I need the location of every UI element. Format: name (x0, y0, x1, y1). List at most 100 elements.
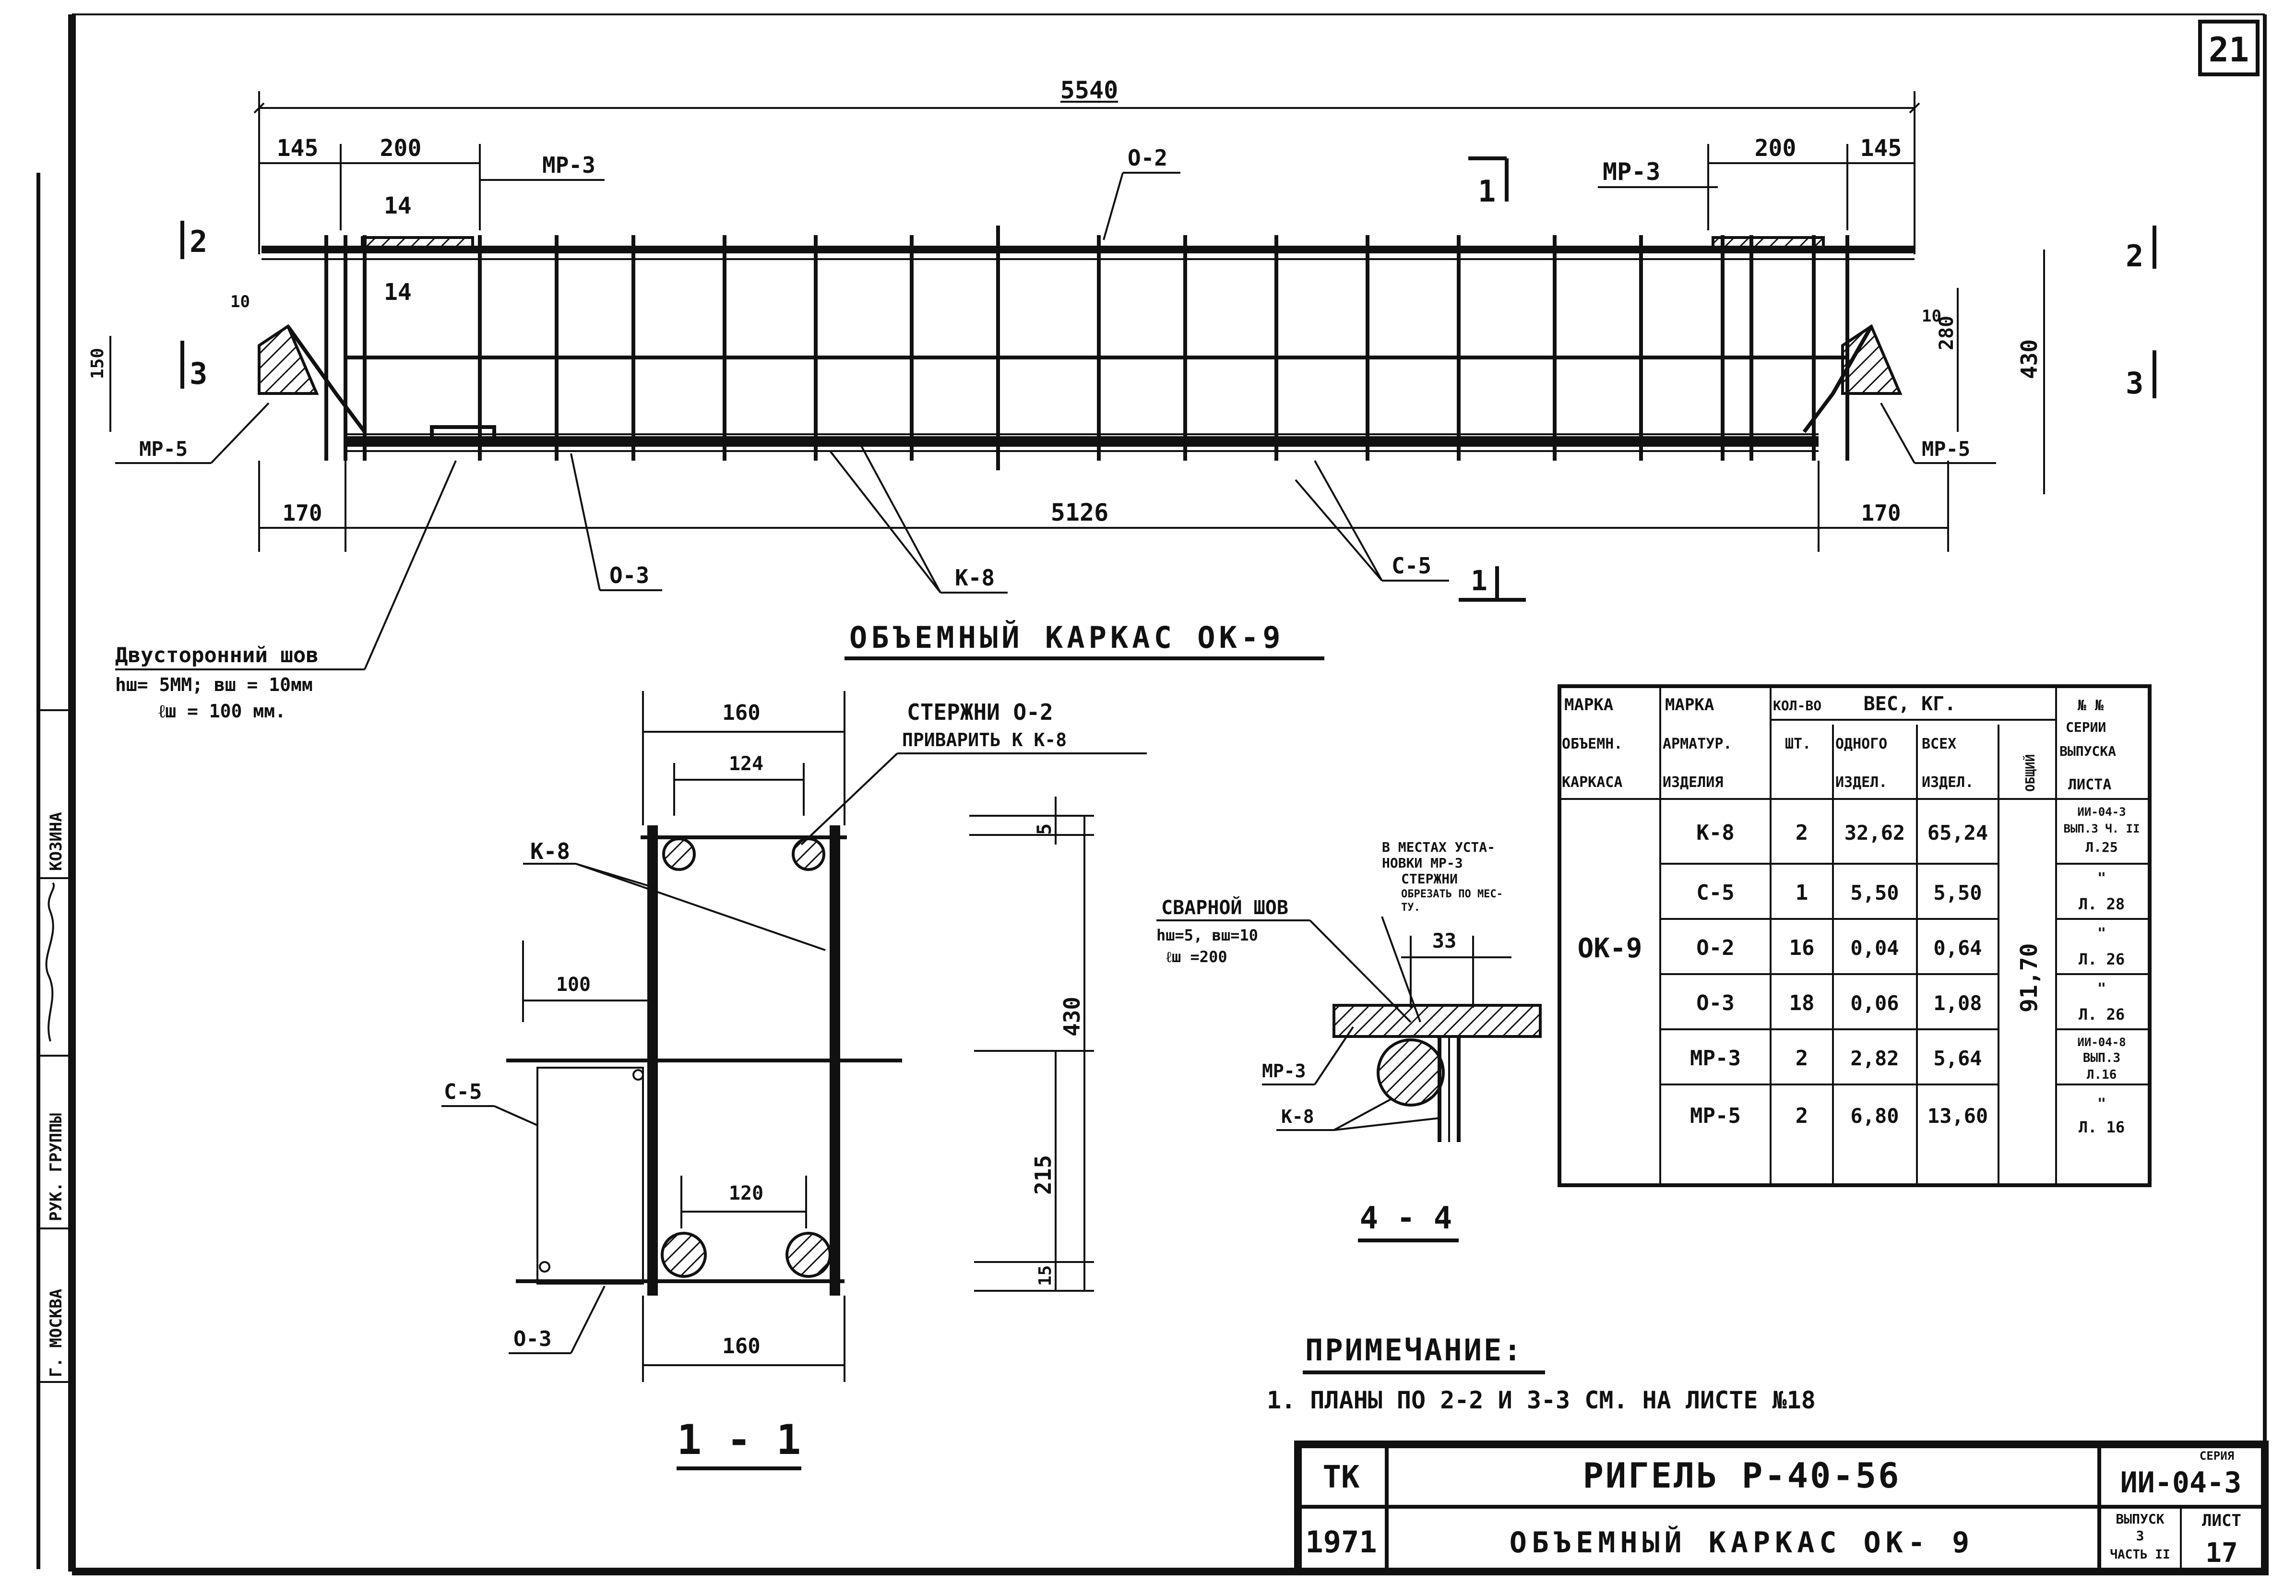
label-k8: К-8 (955, 565, 995, 591)
row3-ref-2: Л. 26 (2079, 950, 2125, 968)
hdr-weight-total: ОБЩИЙ (2022, 754, 2038, 792)
label-c5: С-5 (1392, 553, 1431, 579)
dim-left-10: 10 (230, 292, 250, 311)
row6-all: 13,60 (1927, 1104, 1988, 1128)
dim-right-430: 430 (2016, 339, 2042, 379)
tb-year: 1971 (1305, 1525, 1377, 1560)
dim-right-280: 280 (1936, 316, 1958, 350)
dim-v5: 5 (1034, 823, 1056, 835)
corner-number-box (2198, 20, 2260, 76)
section-mark-3-left: 3 (190, 356, 207, 391)
label-o3-section: О-3 (513, 1327, 551, 1351)
plate-mp3-44 (1332, 1004, 1542, 1038)
row5-all: 5,64 (1933, 1047, 1982, 1070)
hdr-weight: ВЕС, КГ. (1864, 693, 1956, 715)
dim-v215: 215 (1030, 1155, 1056, 1195)
label-mp5-left: МР-5 (139, 437, 188, 461)
plate-mp3-left (361, 236, 474, 252)
cell-total-weight: 91,70 (2016, 943, 2043, 1013)
callout-rods-o2: СТЕРЖНИ О-2 (907, 699, 1053, 725)
row1-qty: 2 (1796, 821, 1808, 845)
hdr-frame-mark-3: КАРКАСА (1562, 774, 1622, 791)
row3-ref-1: " (2097, 925, 2106, 942)
dim-v430: 430 (1059, 997, 1085, 1036)
row5-item: МР-3 (1690, 1046, 1741, 1071)
tb-sheet: 17 (2205, 1537, 2237, 1569)
label-c5-section: С-5 (444, 1080, 482, 1104)
dim-bottom-160: 160 (722, 1334, 760, 1358)
hdr-qty-2: ШТ. (1785, 736, 1811, 752)
section-mark-3-right: 3 (2126, 366, 2143, 401)
row6-qty: 2 (1796, 1104, 1808, 1128)
weld-44-line2: ℓш =200 (1166, 948, 1227, 966)
elevation-view: 5540 145 200 МР-3 14 14 200 145 МР-3 О-2… (88, 76, 2156, 722)
row1-item: К-8 (1696, 821, 1734, 845)
weld-note-line1: hш= 5ММ; вш = 10мм (115, 674, 313, 695)
hdr-frame-mark-2: ОБЪЕМН. (1562, 736, 1622, 752)
dim-v14b: 14 (384, 279, 412, 306)
section-4-4: В МЕСТАХ УСТА- НОВКИ МР-3 СТЕРЖНИ ОБРЕЗА… (1156, 839, 1542, 1242)
label-mp3-right: МР-3 (1603, 158, 1660, 186)
note-44-line3: СТЕРЖНИ (1401, 871, 1458, 887)
c5-loop (536, 1067, 644, 1285)
dim-33: 33 (1432, 929, 1457, 953)
label-k8-section: К-8 (530, 838, 570, 864)
stamp-city: Г. МОСКВА (47, 1289, 66, 1377)
hdr-weight-one-2: ИЗДЕЛ. (1835, 774, 1887, 791)
bar-bottom-left (661, 1232, 707, 1278)
tb-series-label: СЕРИЯ (2200, 1449, 2234, 1463)
title-block: ТК 1971 РИГЕЛЬ Р-40-56 ОБЪЕМНЫЙ КАРКАС О… (1294, 1441, 2269, 1575)
label-o2: О-2 (1128, 145, 1167, 171)
corner-number: 21 (2209, 30, 2249, 70)
hdr-ref-1: № № (2078, 697, 2104, 714)
stirrups (324, 226, 1849, 470)
hdr-weight-all-2: ИЗДЕЛ. (1922, 774, 1974, 791)
cell-frame-mark: ОК-9 (1578, 933, 1642, 964)
section-1-1: 160 124 СТЕРЖНИ О-2 ПРИВАРИТЬ К К-8 100 (441, 691, 1147, 1470)
row6-one: 6,80 (1850, 1104, 1899, 1128)
dim-mid-120: 120 (729, 1182, 763, 1204)
hdr-ref-2: СЕРИИ (2066, 719, 2106, 735)
row4-one: 0,06 (1850, 991, 1899, 1015)
section-4-4-title: 4 - 4 (1360, 1201, 1452, 1236)
weld-44-line1: hш=5, вш=10 (1156, 926, 1258, 944)
hdr-ref-3: ВЫПУСКА (2059, 743, 2116, 759)
label-mp5-right: МР-5 (1922, 437, 1970, 461)
elevation-title: ОБЪЕМНЫЙ КАРКАС ОК-9 (849, 620, 1285, 655)
row3-one: 0,04 (1850, 936, 1899, 960)
tb-title: РИГЕЛЬ Р-40-56 (1583, 1455, 1901, 1496)
tb-subtitle: ОБЪЕМНЫЙ КАРКАС ОК- 9 (1510, 1525, 1975, 1560)
dim-left-170: 170 (282, 500, 322, 526)
row5-ref-3: Л.16 (2087, 1068, 2117, 1082)
bar-k8-44 (1377, 1038, 1445, 1107)
callout-weld-to-k8: ПРИВАРИТЬ К К-8 (902, 729, 1067, 750)
tb-series: ИИ-04-3 (2120, 1466, 2242, 1500)
hdr-item-mark-1: МАРКА (1665, 695, 1714, 715)
row6-ref-1: " (2097, 1096, 2106, 1112)
stamp-name: КОЗИНА (47, 812, 66, 871)
notes: ПРИМЕЧАНИЕ: 1. ПЛАНЫ ПО 2-2 И 3-3 СМ. НА… (1267, 1333, 1816, 1414)
dim-v15: 15 (1035, 1265, 1055, 1286)
bar-bottom-right (785, 1232, 832, 1278)
row6-item: МР-5 (1690, 1104, 1741, 1128)
plate-mp3-right (1712, 236, 1825, 252)
tb-issue-number: 3 (2136, 1528, 2144, 1544)
row1-ref-3: Л.25 (2085, 839, 2118, 855)
notes-line1: 1. ПЛАНЫ ПО 2-2 И 3-3 СМ. НА ЛИСТЕ №18 (1267, 1386, 1816, 1414)
spec-table: МАРКА ОБЪЕМН. КАРКАСА МАРКА АРМАТУР. ИЗД… (1558, 684, 2152, 1187)
section-mark-2-right: 2 (2126, 238, 2143, 274)
dim-top-124: 124 (729, 753, 763, 775)
stamp-group-lead: РУК. ГРУППЫ (47, 1113, 66, 1221)
row1-all: 65,24 (1927, 821, 1988, 845)
label-mp3-44: МР-3 (1262, 1060, 1306, 1082)
dim-left-145: 145 (277, 135, 319, 162)
section-mark-1-bottom: 1 (1471, 564, 1487, 597)
hdr-item-mark-3: ИЗДЕЛИЯ (1663, 774, 1723, 791)
row4-item: О-3 (1696, 991, 1734, 1015)
row1-ref-2: ВЫП.3 Ч. II (2064, 822, 2140, 835)
hdr-ref-4: ЛИСТА (2068, 776, 2111, 793)
hdr-weight-all-1: ВСЕХ (1922, 736, 1956, 752)
dim-left-150: 150 (88, 348, 107, 379)
row6-ref-2: Л. 16 (2079, 1118, 2125, 1136)
weld-note-title: Двусторонний шов (115, 643, 319, 667)
